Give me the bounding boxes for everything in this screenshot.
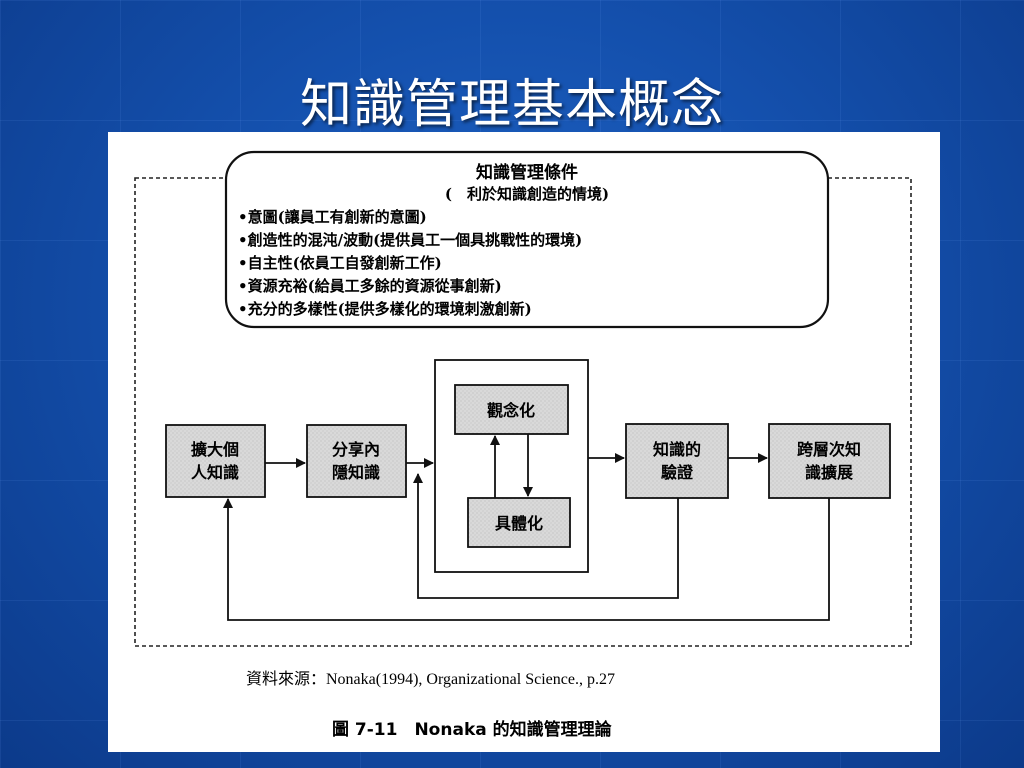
box6-line1: 跨層次知 (797, 440, 861, 459)
box-crystallization (467, 497, 571, 548)
box2-line2: 隱知識 (332, 463, 380, 482)
feedback-box5-to-box2 (413, 473, 679, 599)
center-frame (434, 359, 589, 573)
box-share-tacit-knowledge (306, 424, 407, 498)
box-knowledge-justification (625, 423, 729, 499)
box5-line1: 知識的 (653, 440, 701, 459)
box6-line2: 識擴展 (805, 463, 854, 482)
box-expand-personal-knowledge (165, 424, 266, 498)
box3-label: 觀念化 (487, 401, 535, 420)
box-conceptualization (454, 384, 569, 435)
conditions-title: 知識管理條件 (475, 162, 578, 183)
flow-arrows (223, 434, 830, 621)
slide-title: 知識管理基本概念 (299, 75, 724, 135)
condition-item: •創造性的混沌/波動(提供員工一個具挑戰性的環境) (238, 231, 582, 249)
condition-item: •充分的多樣性(提供多樣化的環境刺激創新) (238, 300, 532, 318)
box1-line1: 擴大個 (191, 440, 239, 459)
box2-line1: 分享內 (332, 440, 380, 459)
condition-item: •意圖(讓員工有創新的意圖) (238, 208, 427, 226)
box-cross-level-expansion (768, 423, 891, 499)
box1-line2: 人知識 (191, 463, 239, 482)
condition-item: •自主性(依員工自發創新工作) (238, 254, 442, 272)
figure-paper: 知識管理條件 ( 利於知識創造的情境) •意圖(讓員工有創新的意圖) •創造性的… (108, 132, 940, 752)
conditions-subtitle: ( 利於知識創造的情境) (445, 185, 609, 203)
knowledge-management-diagram: 知識管理條件 ( 利於知識創造的情境) •意圖(讓員工有創新的意圖) •創造性的… (134, 150, 912, 740)
box5-line2: 驗證 (661, 463, 694, 482)
feedback-box6-to-box1 (223, 498, 830, 621)
figure-caption: 圖 7-11 Nonaka 的知識管理理論 (332, 719, 613, 740)
box4-label: 具體化 (495, 514, 543, 533)
condition-item: •資源充裕(給員工多餘的資源從事創新) (238, 277, 502, 295)
source-citation: 資料來源：Nonaka(1994), Organizational Scienc… (246, 670, 615, 688)
conditions-box (224, 150, 830, 329)
